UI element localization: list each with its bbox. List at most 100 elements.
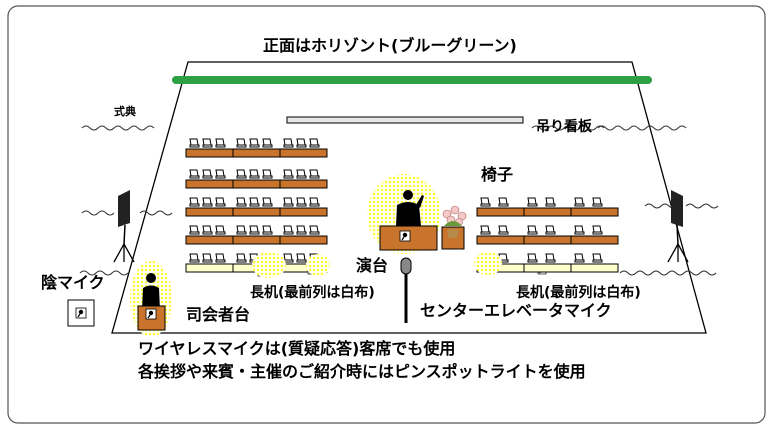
chair-icon <box>498 225 509 235</box>
chair-icon <box>236 225 247 235</box>
chair-icon <box>498 197 509 207</box>
desk <box>232 179 281 189</box>
chair-icon <box>189 253 200 263</box>
chair-icon <box>202 225 213 235</box>
chair-icon <box>202 253 213 263</box>
desk-left-label: 長机(最前列は白布) <box>250 285 375 301</box>
chair-icon <box>527 253 538 263</box>
chair-icon <box>480 197 491 207</box>
speaker-icon <box>667 190 689 263</box>
chair-icon <box>215 225 226 235</box>
chair-icon <box>309 169 320 179</box>
person-icon <box>142 273 160 310</box>
speaker-icon <box>113 190 135 263</box>
person-icon <box>396 190 424 226</box>
chair-icon <box>527 197 538 207</box>
desk <box>185 235 234 245</box>
chair-icon <box>202 169 213 179</box>
microphone-icon <box>400 257 412 323</box>
chair-icon <box>236 138 247 148</box>
chair-icon <box>283 138 294 148</box>
chair-icon <box>283 225 294 235</box>
desk <box>279 148 328 158</box>
chair-icon <box>309 225 320 235</box>
note-wireless-mic: ワイヤレスマイクは(質疑応答)客席でも使用 <box>138 339 456 358</box>
chair-icon <box>574 225 585 235</box>
chair-icon <box>592 197 603 207</box>
chair-icon <box>215 253 226 263</box>
chair-icon <box>249 197 260 207</box>
chair-icon <box>189 169 200 179</box>
desk <box>185 148 234 158</box>
microphone-icon <box>75 307 87 319</box>
chair-icon <box>574 197 585 207</box>
chair-icon <box>296 225 307 235</box>
chair-icon <box>215 138 226 148</box>
chair-icon <box>592 225 603 235</box>
desk-right-label: 長机(最前列は白布) <box>516 285 641 301</box>
desk <box>185 263 234 273</box>
mc-stand <box>137 273 166 331</box>
note-pin-spotlight: 各挨拶や来賓・主催のご紹介時にはピンスポットライトを使用 <box>138 362 586 381</box>
podium-label: 演台 <box>356 256 389 275</box>
chair-icon <box>202 138 213 148</box>
desk <box>476 235 525 245</box>
desk <box>185 179 234 189</box>
chair-icon <box>309 197 320 207</box>
chair-icon <box>236 253 247 263</box>
ceremony-label: 式典 <box>114 105 136 118</box>
horizont-label: 正面はホリゾント(ブルーグリーン) <box>263 36 517 55</box>
chair-icon <box>592 253 603 263</box>
chair-icon <box>189 197 200 207</box>
desk <box>185 207 234 217</box>
chair-icon <box>249 225 260 235</box>
desk <box>523 207 572 217</box>
right-desk-block <box>476 197 619 273</box>
desk <box>279 179 328 189</box>
chair-icon <box>574 253 585 263</box>
desk <box>232 235 281 245</box>
chair-icon <box>262 138 273 148</box>
chair-icon <box>283 253 294 263</box>
desk <box>232 148 281 158</box>
chair-icon <box>296 253 307 263</box>
desk <box>570 207 619 217</box>
center-mic-label: センターエレベータマイク <box>420 301 612 320</box>
chair-icon <box>249 169 260 179</box>
chair-icon <box>545 253 556 263</box>
chair-icon <box>215 169 226 179</box>
chair-icon <box>189 138 200 148</box>
chair-icon <box>236 197 247 207</box>
chair-icon <box>283 169 294 179</box>
desk-spotlight-right <box>474 251 502 275</box>
chair-icon <box>283 197 294 207</box>
chair-icon <box>262 169 273 179</box>
desk <box>570 263 619 273</box>
chair-icon <box>296 138 307 148</box>
chair-icon <box>262 197 273 207</box>
hanging-sign-label: 吊り看板 <box>536 119 592 135</box>
shadow-mic-box <box>67 299 95 327</box>
chair-icon <box>236 169 247 179</box>
flower-arrangement-icon <box>441 205 467 250</box>
chair-icon <box>202 197 213 207</box>
desk <box>523 235 572 245</box>
hall-outline <box>111 61 707 334</box>
chair-icon <box>249 138 260 148</box>
desk <box>279 235 328 245</box>
chair-icon <box>309 138 320 148</box>
chair-icon <box>545 197 556 207</box>
desk <box>279 207 328 217</box>
chair-icon <box>545 225 556 235</box>
chair-icon <box>480 225 491 235</box>
chair-icon <box>189 225 200 235</box>
desk-spotlight-left2 <box>306 254 330 276</box>
chair-icon <box>296 197 307 207</box>
mc-stand-label: 司会者台 <box>186 305 251 324</box>
desk <box>232 207 281 217</box>
chair-icon <box>296 169 307 179</box>
chair-icon <box>262 225 273 235</box>
desk <box>570 235 619 245</box>
shadow-mic-label: 陰マイク <box>41 273 105 292</box>
